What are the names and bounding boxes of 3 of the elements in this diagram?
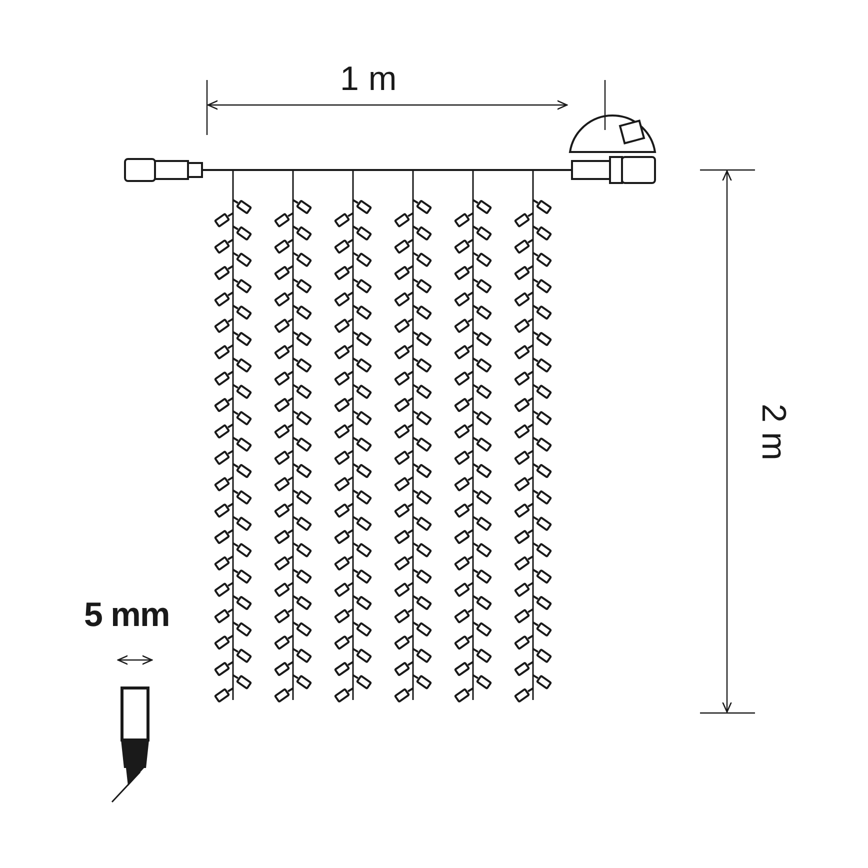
- dimension-label: 1 m: [340, 62, 397, 96]
- dimension-label: 5 mm: [84, 598, 170, 632]
- dimension-label: 2 m: [756, 404, 790, 460]
